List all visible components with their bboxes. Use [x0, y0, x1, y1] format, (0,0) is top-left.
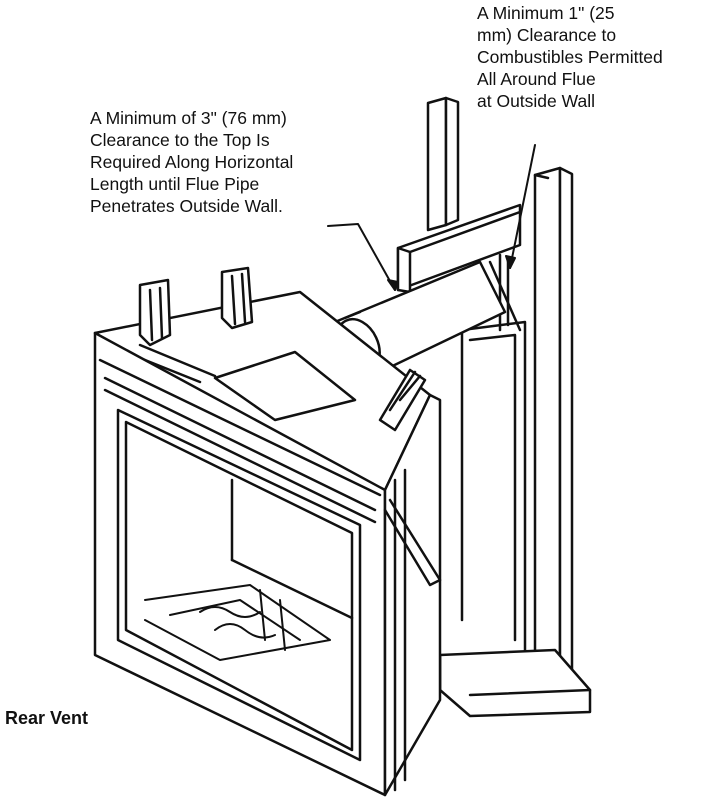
burner-logs — [144, 584, 331, 661]
wall-stud-rear — [426, 96, 460, 232]
top-standoff-left — [138, 278, 172, 347]
rear-vent-caption: Rear Vent — [5, 708, 89, 728]
wall-bottom-plate — [438, 648, 592, 718]
firebox-side-panel — [383, 393, 442, 797]
vent-collar-bracket — [378, 368, 427, 432]
firebox-glass-opening — [116, 408, 362, 762]
flue-wall-clearance-callout: A Minimum 1" (25 mm) Clearance to Combus… — [477, 3, 663, 111]
top-clearance-callout: A Minimum of 3" (76 mm) Clearance to the… — [90, 108, 294, 216]
top-standoff-right — [220, 266, 254, 330]
wall-firestop-box — [396, 203, 522, 332]
leader-flue-wall — [505, 144, 536, 269]
leader-top-clearance — [327, 223, 399, 291]
firebox-top — [93, 290, 432, 492]
wall-opening-frame — [460, 320, 527, 652]
wall-stud-right — [533, 166, 574, 714]
